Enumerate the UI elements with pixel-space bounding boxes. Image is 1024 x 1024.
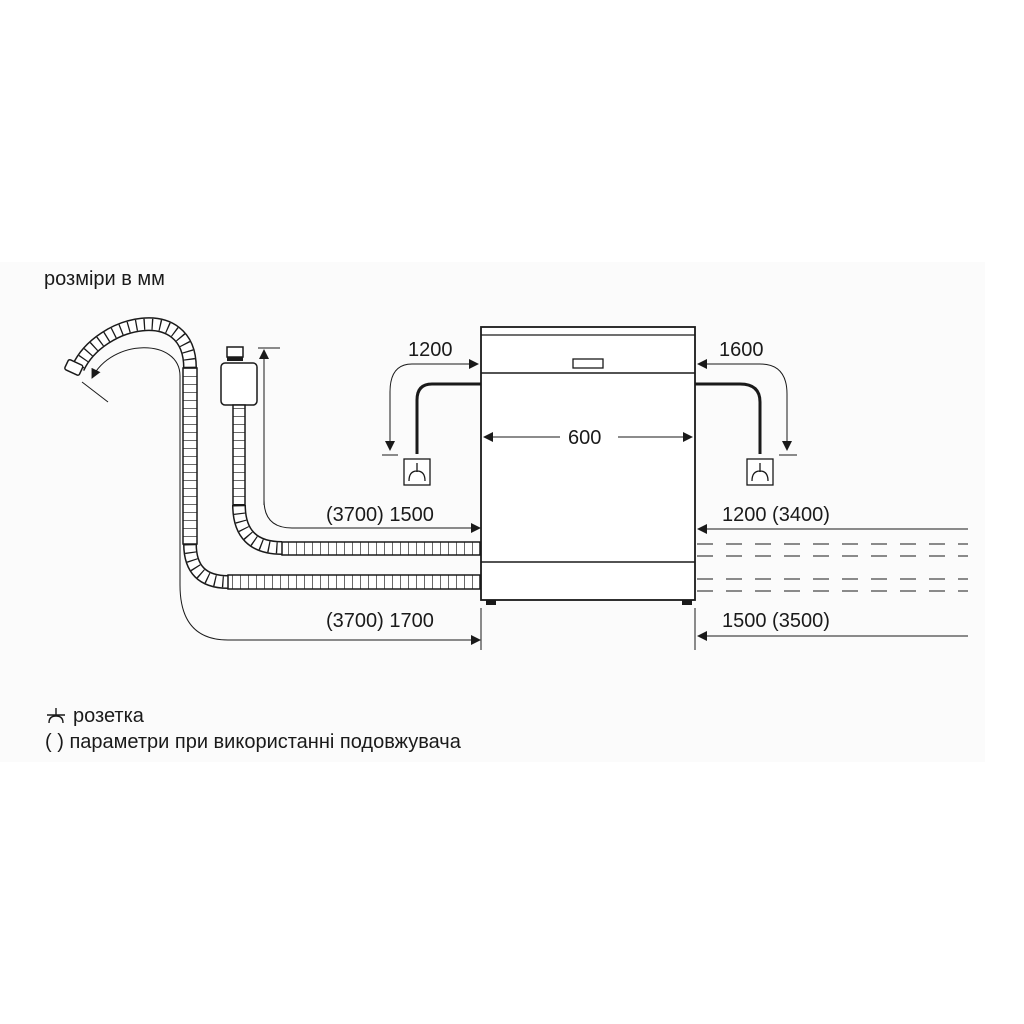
power-cord-left-length: 1200 bbox=[408, 339, 453, 361]
drain-hose-length: (3700) 1700 bbox=[326, 610, 434, 632]
right-top-length: 1200 (3400) bbox=[722, 504, 830, 526]
foot-left bbox=[486, 600, 496, 605]
socket-icon bbox=[47, 708, 65, 724]
legend-socket-label: розетка bbox=[73, 705, 144, 727]
drain-hose-end bbox=[64, 358, 84, 376]
drain-hose bbox=[64, 317, 481, 590]
control-display bbox=[572, 358, 604, 369]
drain-dim-line bbox=[179, 376, 481, 645]
right-bottom-length: 1500 (3500) bbox=[722, 610, 830, 632]
inlet-dim-line bbox=[263, 499, 481, 533]
appliance-width: 600 bbox=[568, 427, 602, 449]
power-cord-right-length: 1600 bbox=[719, 339, 764, 361]
dishwasher-front bbox=[480, 326, 696, 605]
inlet-hose-length: (3700) 1500 bbox=[326, 504, 434, 526]
inlet-hose bbox=[220, 346, 481, 556]
units-title: розміри в мм bbox=[44, 268, 165, 290]
legend-extension-label: параметри при використанні подовжувача bbox=[69, 731, 461, 753]
legend-parentheses-symbol: ( ) bbox=[45, 731, 64, 753]
aquastop-valve bbox=[220, 362, 258, 406]
right-dashed-hose-lines bbox=[697, 543, 968, 592]
legend-socket: розетка bbox=[45, 705, 144, 727]
foot-right bbox=[682, 600, 692, 605]
power-cord-right bbox=[695, 382, 762, 454]
drain-dim-arrow-top bbox=[91, 347, 181, 379]
power-cord-left bbox=[415, 382, 481, 454]
legend-extension: ( ) параметри при використанні подовжува… bbox=[45, 731, 461, 753]
